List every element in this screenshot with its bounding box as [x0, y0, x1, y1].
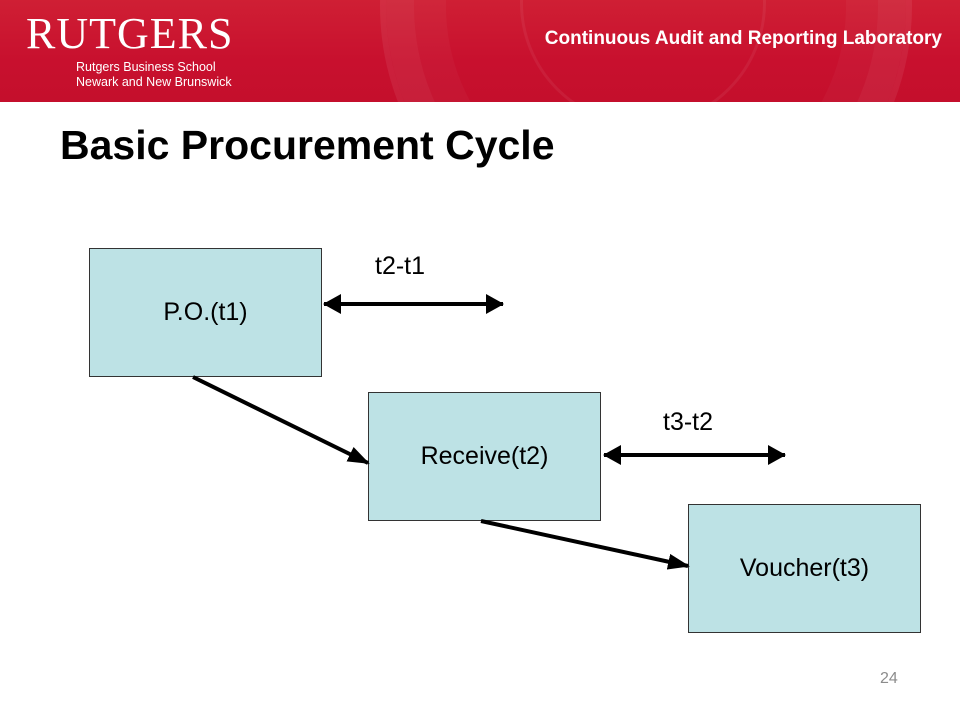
interval-label-t3-t2: t3-t2: [663, 408, 714, 436]
logo-school-line2: Newark and New Brunswick: [76, 75, 232, 89]
node-voucher: Voucher(t3): [688, 504, 921, 633]
slide-header: RUTGERS Rutgers Business School Newark a…: [0, 0, 960, 102]
node-po-label: P.O.(t1): [163, 298, 248, 326]
slide-title: Basic Procurement Cycle: [60, 122, 555, 168]
slide-number: 24: [880, 670, 898, 687]
node-voucher-label: Voucher(t3): [739, 554, 870, 582]
header-seal-watermark-inner: [520, 0, 766, 102]
logo-name: RUTGERS: [26, 9, 234, 58]
lab-name: Continuous Audit and Reporting Laborator…: [544, 28, 942, 49]
node-po: P.O.(t1): [89, 248, 322, 377]
node-receive: Receive(t2): [368, 392, 601, 521]
flow-arrow-receive-to-voucher: [480, 519, 690, 570]
logo-school-line1: Rutgers Business School: [76, 60, 216, 74]
node-receive-label: Receive(t2): [420, 442, 549, 470]
flow-arrow-po-to-receive: [192, 375, 370, 465]
rutgers-logo: RUTGERS Rutgers Business School Newark a…: [26, 9, 234, 90]
interval-label-t2-t1: t2-t1: [375, 252, 426, 280]
logo-school: Rutgers Business School Newark and New B…: [76, 60, 232, 90]
